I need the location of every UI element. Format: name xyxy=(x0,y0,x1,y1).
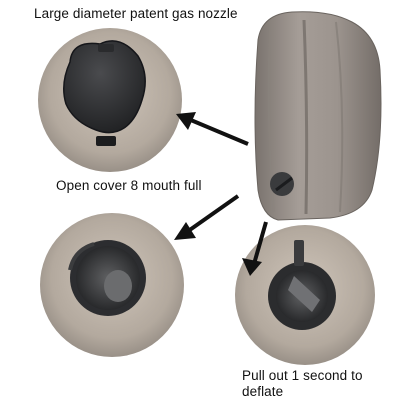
pillow-valve-icon xyxy=(270,172,294,196)
open-valve-closeup xyxy=(40,213,184,357)
caption-open-cover: Open cover 8 mouth full xyxy=(56,178,202,193)
closed-valve-closeup xyxy=(38,28,182,172)
inflatable-pillow xyxy=(254,11,382,221)
arrow-to-deflate-valve xyxy=(242,221,268,276)
caption-gas-nozzle: Large diameter patent gas nozzle xyxy=(34,6,238,21)
arrow-to-open-valve xyxy=(174,194,240,240)
deflate-valve-closeup xyxy=(235,225,375,365)
arrow-to-closed-valve xyxy=(176,112,249,146)
caption-deflate: Pull out 1 second to deflate xyxy=(242,368,363,399)
